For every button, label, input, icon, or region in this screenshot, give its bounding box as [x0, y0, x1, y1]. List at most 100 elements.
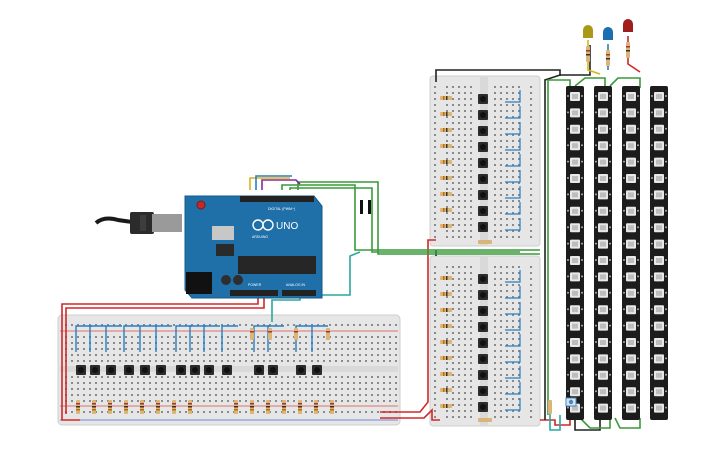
push-button-row[interactable]: [75, 325, 328, 375]
push-button[interactable]: [478, 94, 488, 104]
push-button[interactable]: [254, 365, 264, 375]
push-button[interactable]: [478, 222, 488, 232]
resistor: [440, 404, 452, 408]
resistor: [92, 400, 96, 414]
resistor: [124, 400, 128, 414]
push-button[interactable]: [478, 190, 488, 200]
yellow-wire: [249, 177, 290, 190]
push-button[interactable]: [140, 365, 150, 375]
right-push-buttons[interactable]: [440, 90, 552, 422]
green-data-wire-8: [614, 417, 641, 429]
push-button[interactable]: [478, 370, 488, 380]
push-button[interactable]: [312, 365, 322, 375]
push-button[interactable]: [296, 365, 306, 375]
push-button[interactable]: [190, 365, 200, 375]
usb-plug-icon: [94, 212, 182, 234]
green-data-wire-7: [579, 417, 611, 429]
main-breadboard-holes: [65, 324, 397, 413]
resistor: [440, 112, 452, 116]
cyan-analog-wire-2: [300, 251, 361, 296]
green-data-wire-4: [547, 79, 571, 415]
push-button[interactable]: [124, 365, 134, 375]
resistor: [250, 328, 254, 340]
push-button[interactable]: [478, 402, 488, 412]
green-data-wire-5: [574, 77, 606, 88]
push-button[interactable]: [478, 386, 488, 396]
red-power-wire-1: [61, 290, 259, 421]
red-power-wire-3: [380, 239, 436, 413]
green-data-wire-3: [297, 181, 540, 255]
jumper-2: [368, 200, 371, 214]
resistor: [440, 144, 452, 148]
led-strip: [622, 86, 640, 420]
resistor: [440, 128, 452, 132]
push-button[interactable]: [90, 365, 100, 375]
resistor: [440, 208, 452, 212]
red-power-wire-4: [380, 408, 440, 421]
resistor: [440, 308, 452, 312]
push-button[interactable]: [478, 142, 488, 152]
resistor: [314, 400, 318, 414]
blue-wire: [255, 175, 292, 190]
push-button[interactable]: [222, 365, 232, 375]
green-data-wire-1: [281, 184, 540, 251]
resistor: [172, 400, 176, 414]
arduino-model-label: UNO: [276, 221, 298, 232]
green-data-wire-6: [609, 77, 641, 88]
push-button[interactable]: [478, 158, 488, 168]
black-ground-wire-1: [435, 69, 561, 82]
black-ground-wire-3: [544, 45, 591, 420]
arduino-brand-label: ARDUINO: [252, 235, 268, 239]
led-strip: [594, 86, 612, 420]
resistor: [330, 400, 334, 414]
led-strip: [566, 86, 584, 420]
resistor: [250, 400, 254, 414]
push-button[interactable]: [478, 338, 488, 348]
resistor: [440, 340, 452, 344]
arduino-uno-board[interactable]: UNO ARDUINO DIGITAL (PWM~) POWER ANALOG …: [94, 195, 323, 299]
push-button[interactable]: [478, 306, 488, 316]
blue-led-icon: [603, 27, 613, 40]
resistor: [440, 356, 452, 360]
led-strip: [650, 86, 668, 420]
resistor: [440, 224, 452, 228]
resistor: [156, 400, 160, 414]
push-button[interactable]: [478, 274, 488, 284]
jumper-1: [360, 200, 363, 214]
push-button[interactable]: [478, 354, 488, 364]
push-button[interactable]: [106, 365, 116, 375]
push-button[interactable]: [76, 365, 86, 375]
resistor: [440, 372, 452, 376]
yellow-led-icon: [583, 25, 593, 38]
push-button[interactable]: [478, 290, 488, 300]
resistor: [440, 192, 452, 196]
resistor: [188, 400, 192, 414]
resistor: [234, 400, 238, 414]
resistor: [440, 176, 452, 180]
resistor: [294, 328, 298, 340]
push-button[interactable]: [478, 322, 488, 332]
push-button[interactable]: [478, 174, 488, 184]
green-data-wire-2: [289, 187, 520, 253]
push-button[interactable]: [176, 365, 186, 375]
purple-wire: [261, 179, 301, 190]
wiring: [61, 36, 641, 431]
push-button[interactable]: [268, 365, 278, 375]
push-button[interactable]: [478, 126, 488, 136]
resistor: [440, 388, 452, 392]
black-ground-wire-4: [574, 420, 601, 431]
push-button[interactable]: [478, 110, 488, 120]
resistor: [440, 96, 452, 100]
analog-header-label: ANALOG IN: [286, 283, 306, 287]
push-button[interactable]: [156, 365, 166, 375]
led-resistors: [586, 42, 630, 66]
resistor: [282, 400, 286, 414]
push-button[interactable]: [204, 365, 214, 375]
cyan-analog-wire-3: [549, 400, 561, 431]
resistor: [440, 276, 452, 280]
resistor: [266, 400, 270, 414]
push-button[interactable]: [478, 206, 488, 216]
resistor: [140, 400, 144, 414]
resistor: [268, 328, 272, 340]
